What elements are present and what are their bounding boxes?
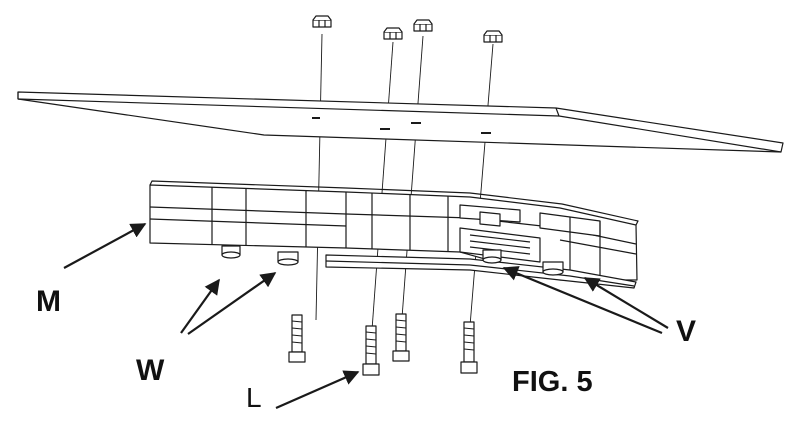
fastener-axis-lines: [315, 33, 494, 331]
label-l: L: [246, 382, 262, 413]
screw: [288, 314, 306, 363]
washer: [542, 261, 564, 276]
nut: [483, 30, 503, 43]
leader-arrows: [63, 223, 669, 410]
main-housing: [149, 180, 639, 281]
screw: [362, 325, 380, 376]
washer: [482, 249, 502, 264]
nut: [312, 15, 332, 28]
label-m: M: [36, 285, 61, 318]
washer: [221, 245, 241, 259]
screw: [392, 313, 410, 362]
nut: [413, 19, 433, 32]
leader-arrow-v2: [583, 277, 669, 329]
nut: [383, 27, 403, 40]
leader-arrow-v1: [502, 266, 663, 335]
leader-arrow-m: [63, 223, 147, 269]
top-plate: [17, 91, 784, 153]
screws: [288, 313, 478, 376]
leader-arrow-l: [275, 370, 360, 410]
washers: [221, 245, 299, 266]
lower-bracket: [325, 254, 637, 289]
figure-caption: FIG. 5: [512, 366, 593, 398]
label-w: W: [136, 354, 165, 387]
leader-arrow-w2: [187, 272, 277, 335]
leader-arrow-w1: [180, 278, 220, 334]
top-nuts: [312, 15, 503, 43]
screw: [460, 321, 478, 374]
washer: [277, 251, 299, 266]
label-v: V: [676, 315, 697, 348]
v-washers: [482, 249, 564, 276]
